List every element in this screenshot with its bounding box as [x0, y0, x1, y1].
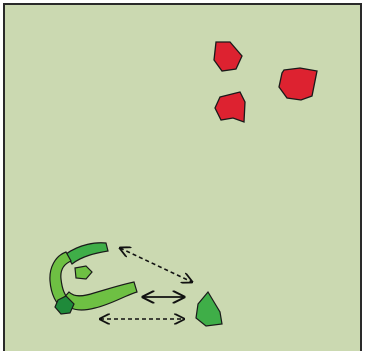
red-region-right [279, 68, 317, 100]
